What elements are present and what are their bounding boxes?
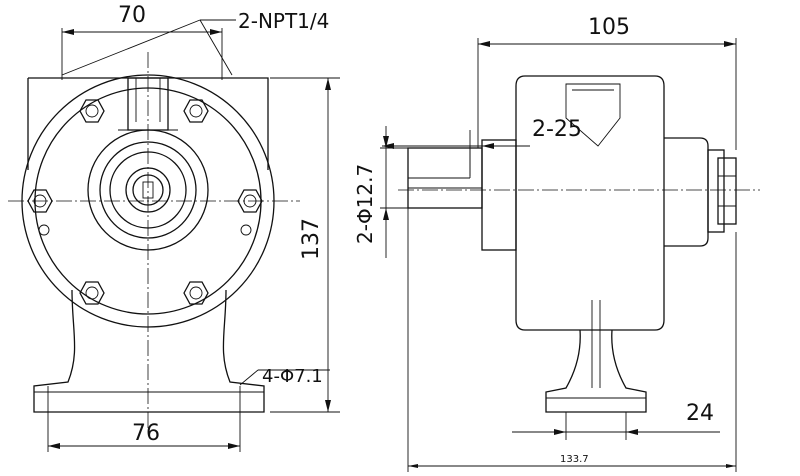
dim-133-7-label: 133.7: [560, 454, 589, 465]
dim-2-25-label: 2-25: [532, 117, 582, 142]
side-view: [398, 75, 760, 413]
side-dimensions: 105 2-25 2-Φ12.7 24 133.7: [353, 15, 737, 472]
dim-76-label: 76: [132, 421, 160, 446]
bolt-icon: [183, 99, 209, 123]
bolt-icon: [27, 189, 53, 213]
bolt-icon: [79, 281, 105, 305]
dim-24-label: 24: [686, 401, 714, 426]
dim-105-label: 105: [588, 15, 630, 40]
npt-port-callout: 2-NPT1/4: [238, 9, 329, 33]
dim-70-label: 70: [118, 3, 146, 28]
front-view: [8, 52, 300, 430]
hole-callout: 4-Φ7.1: [262, 366, 323, 387]
dim-shaft-dia-label: 2-Φ12.7: [353, 164, 377, 244]
bolt-icon: [183, 281, 209, 305]
bolt-icon: [237, 189, 263, 213]
dim-137-label: 137: [299, 218, 324, 260]
front-dimensions: 70 2-NPT1/4 137 76 4-Φ7.1: [47, 3, 340, 452]
bolt-icon: [79, 99, 105, 123]
